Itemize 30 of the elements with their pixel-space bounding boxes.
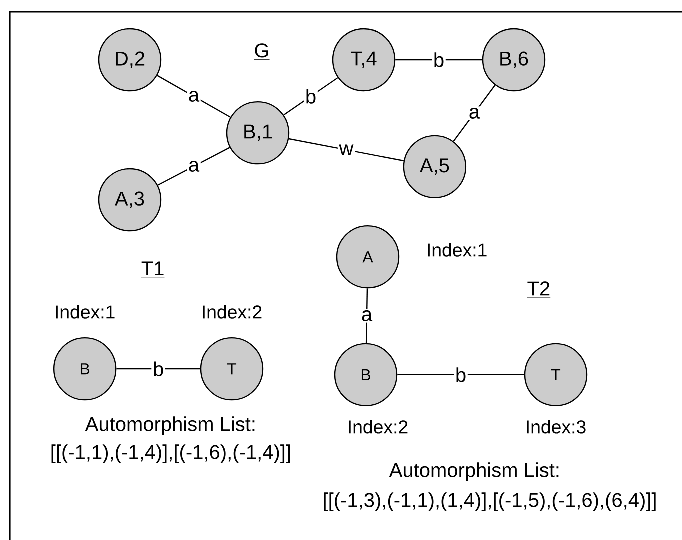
index-label: Index:3 — [527, 420, 586, 434]
graph-title: T1 — [141, 262, 165, 278]
edge-line — [157, 75, 231, 118]
edge-label: b — [454, 366, 468, 384]
list-heading: Automorphism List: — [389, 462, 559, 482]
index-label: Index:1 — [428, 243, 487, 257]
edge-line — [366, 288, 368, 344]
edge-line — [116, 368, 200, 370]
edge-line — [396, 59, 482, 61]
automorphism-list: [[(-1,1),(-1,4)],[(-1,6),(-1,4)]] — [52, 444, 290, 464]
edge-label: b — [152, 360, 166, 378]
automorphism-list: [[(-1,3),(-1,1),(1,4)],[(-1,5),(-1,6),(6,4)]] — [324, 492, 656, 512]
edge-label: a — [360, 309, 374, 323]
edge-label: b — [304, 88, 318, 106]
edge-line — [453, 85, 496, 142]
edge-label: a — [187, 160, 201, 174]
edge-line — [158, 147, 230, 186]
edge-label: b — [432, 51, 446, 69]
edge-line — [398, 374, 524, 376]
edge-label: a — [468, 106, 482, 120]
graph-title: G — [254, 44, 270, 60]
edge-line — [288, 138, 404, 162]
edge-line — [284, 77, 338, 116]
edge-label: w — [338, 143, 356, 157]
index-label: Index:2 — [203, 305, 262, 319]
index-label: Index:1 — [56, 305, 115, 319]
graph-title: T2 — [527, 282, 551, 298]
list-heading: Automorphism List: — [85, 416, 255, 436]
edge-label: a — [187, 90, 201, 104]
index-label: Index:2 — [349, 420, 408, 434]
